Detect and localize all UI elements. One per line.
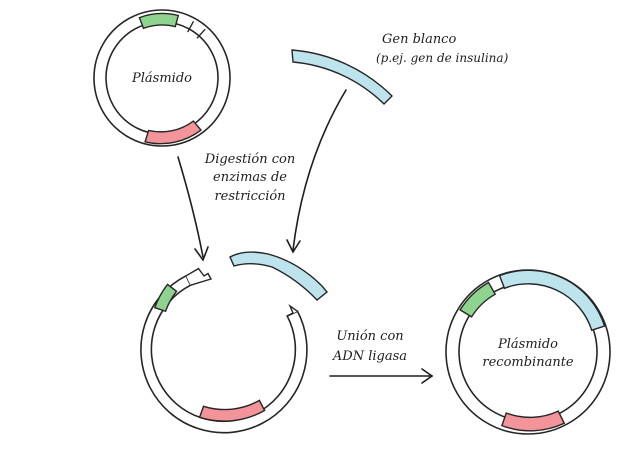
arrow-gene-to-cut [286,89,347,254]
recombinant-plasmid-green-segment [459,281,497,318]
insert-gene-fragment [229,251,328,301]
plasmid-label: Plásmido [131,71,192,86]
recombinant-plasmid-blue-segment [498,269,606,332]
original-plasmid-gap-line [196,28,206,39]
digestion-label-line2: enzimas de [213,170,287,185]
recombinant-label-line2: recombinante [482,355,574,370]
cut-plasmid-pink-segment [198,399,266,422]
recombinant-plasmid: Plásmido recombinante [445,269,611,435]
recombinant-label-line1: Plásmido [497,337,558,352]
cut-plasmid [140,267,308,434]
target-gene-label-line2: (p.ej. gen de insulina) [376,51,509,65]
cut-plasmid-ring [140,274,308,434]
arrow-plasmid-to-cut [177,156,209,262]
original-plasmid: Plásmido [93,9,231,147]
cut-plasmid-green-segment [153,283,178,313]
original-plasmid-pink-segment [144,120,203,145]
original-plasmid-green-segment [138,12,180,30]
target-gene-fragment: Gen blanco (p.ej. gen de insulina) [291,32,509,105]
cut-plasmid-sticky-end [185,267,213,286]
insert-gene-arc [229,251,328,301]
cut-plasmid-sticky-end [286,303,298,317]
digestion-label: Digestión con enzimas de restricción [204,152,295,204]
original-plasmid-gap-line [187,20,195,33]
target-gene-arc [291,49,393,105]
ligation-label-line2: ADN ligasa [332,349,407,364]
recombinant-plasmid-pink-segment [501,410,566,432]
ligation-label: Unión con ADN ligasa [332,329,407,364]
digestion-label-line3: restricción [214,189,285,204]
digestion-label-line1: Digestión con [204,152,295,167]
target-gene-label-line1: Gen blanco [382,32,456,47]
ligation-label-line1: Unión con [336,329,403,344]
arrow-ligation [329,368,434,384]
